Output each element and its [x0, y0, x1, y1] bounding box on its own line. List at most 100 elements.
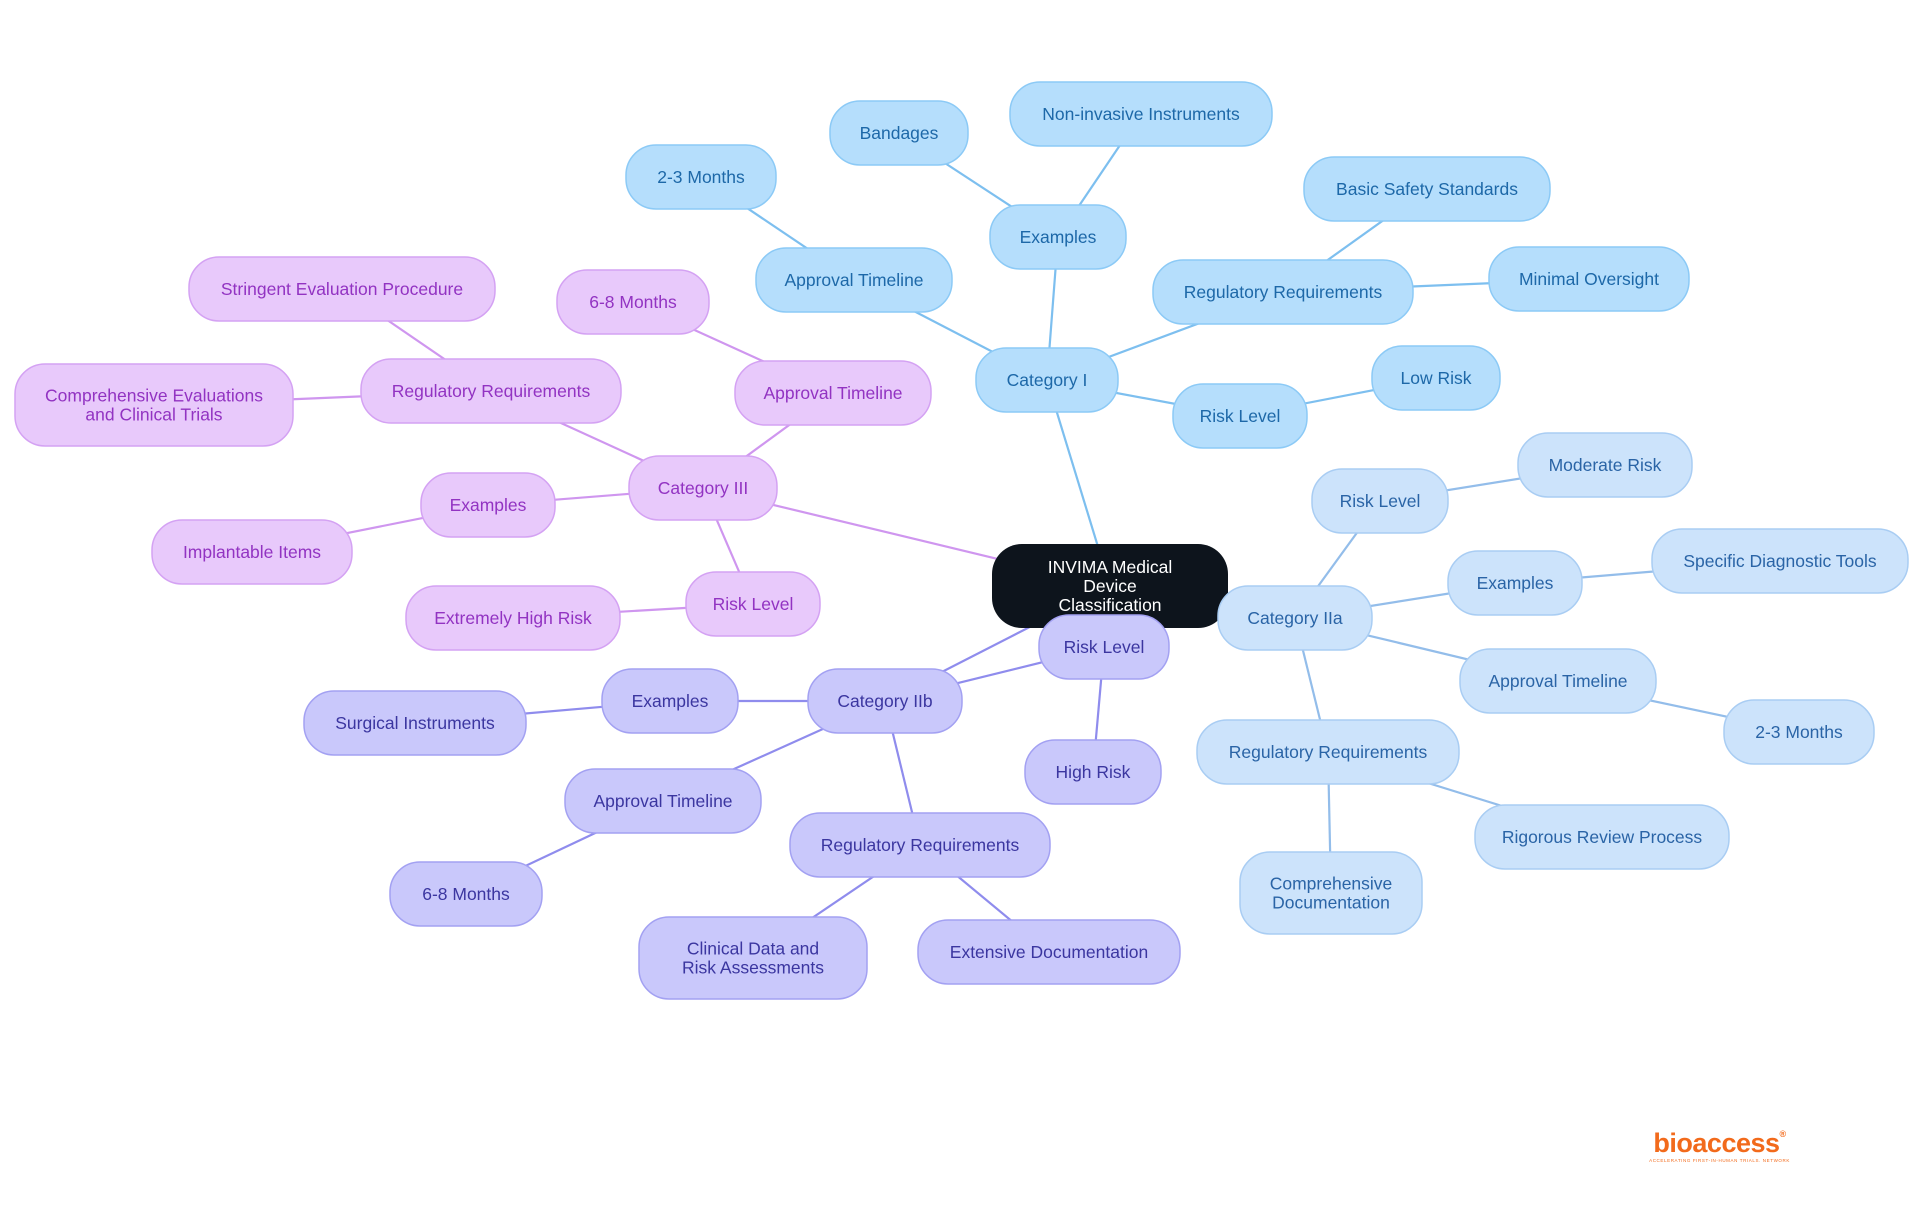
cat2b-regulatory-requirements-node-shape — [789, 812, 1051, 878]
cat1-node: Category I — [975, 347, 1119, 413]
cat3-stringent-evaluation-procedure-leaf-label: Stringent Evaluation Procedure — [221, 279, 463, 299]
cat3-regulatory-requirements-node-shape — [360, 358, 622, 424]
cat3-6-8-months-leaf: 6-8 Months — [556, 269, 710, 335]
cat2a-rigorous-review-process-leaf-shape — [1474, 804, 1730, 870]
cat3-stringent-evaluation-procedure-leaf: Stringent Evaluation Procedure — [188, 256, 496, 322]
cat2b-extensive-documentation-leaf: Extensive Documentation — [917, 919, 1181, 985]
cat2a-2-3-months-leaf-shape — [1723, 699, 1875, 765]
cat2a-examples-node-shape — [1447, 550, 1583, 616]
cat3-risk-level-node-label: Risk Level — [713, 594, 794, 614]
cat2b-high-risk-leaf: High Risk — [1024, 739, 1162, 805]
cat1-node-label: Category I — [1007, 370, 1088, 390]
cat1-examples-node-shape — [989, 204, 1127, 270]
cat3-approval-timeline-node-label: Approval Timeline — [763, 383, 902, 403]
cat2b-examples-node-shape — [601, 668, 739, 734]
cat2a-risk-level-node-label: Risk Level — [1340, 491, 1421, 511]
cat2a-node-shape — [1217, 585, 1373, 651]
cat1-bandages-leaf-label: Bandages — [860, 123, 939, 143]
cat1-node-shape — [975, 347, 1119, 413]
cat2a-regulatory-requirements-node-label: Regulatory Requirements — [1229, 742, 1428, 762]
cat1-approval-timeline-node-label: Approval Timeline — [784, 270, 923, 290]
cat3-risk-level-node-shape — [685, 571, 821, 637]
cat1-minimal-oversight-leaf-shape — [1488, 246, 1690, 312]
cat3-regulatory-requirements-node: Regulatory Requirements — [360, 358, 622, 424]
cat3-node-shape — [628, 455, 778, 521]
cat2b-examples-node-label: Examples — [632, 691, 709, 711]
cat3-comprehensive-evaluations-and-clinical-trials-leaf-shape — [14, 363, 294, 447]
logo-wordmark: bioaccess® — [1653, 1127, 1786, 1158]
cat1-2-3-months-leaf: 2-3 Months — [625, 144, 777, 210]
cat2b-6-8-months-leaf: 6-8 Months — [389, 861, 543, 927]
cat2b-clinical-data-and-risk-assessments-leaf-shape — [638, 916, 868, 1000]
cat2a-risk-level-node-shape — [1311, 468, 1449, 534]
cat1-non-invasive-instruments-leaf-shape — [1009, 81, 1273, 147]
cat3-extremely-high-risk-leaf-shape — [405, 585, 621, 651]
cat1-basic-safety-standards-leaf-label: Basic Safety Standards — [1336, 179, 1518, 199]
root-node-shape — [992, 544, 1228, 628]
cat1-risk-level-node: Risk Level — [1172, 383, 1308, 449]
cat3-node-label: Category III — [658, 478, 748, 498]
cat3-examples-node-shape — [420, 472, 556, 538]
cat2b-approval-timeline-node: Approval Timeline — [564, 768, 762, 834]
cat3-implantable-items-leaf-shape — [151, 519, 353, 585]
cat1-examples-node: Examples — [989, 204, 1127, 270]
cat1-regulatory-requirements-node-label: Regulatory Requirements — [1184, 282, 1383, 302]
cat2b-node-shape — [807, 668, 963, 734]
cat2a-moderate-risk-leaf-label: Moderate Risk — [1549, 455, 1662, 475]
cat1-low-risk-leaf-label: Low Risk — [1401, 368, 1472, 388]
cat2a-specific-diagnostic-tools-leaf-label: Specific Diagnostic Tools — [1683, 551, 1876, 571]
cat2a-rigorous-review-process-leaf-label: Rigorous Review Process — [1502, 827, 1703, 847]
cat2b-high-risk-leaf-shape — [1024, 739, 1162, 805]
cat2b-node: Category IIb — [807, 668, 963, 734]
cat2b-6-8-months-leaf-label: 6-8 Months — [422, 884, 510, 904]
cat2b-surgical-instruments-leaf: Surgical Instruments — [303, 690, 527, 756]
logo-tagline: ACCELERATING FIRST-IN-HUMAN TRIALS. NETW… — [1649, 1157, 1790, 1163]
cat1-approval-timeline-node: Approval Timeline — [755, 247, 953, 313]
cat2b-surgical-instruments-leaf-label: Surgical Instruments — [335, 713, 495, 733]
cat2a-2-3-months-leaf-label: 2-3 Months — [1755, 722, 1843, 742]
cat2b-node-label: Category IIb — [837, 691, 932, 711]
cat2a-specific-diagnostic-tools-leaf-shape — [1651, 528, 1909, 594]
cat2a-regulatory-requirements-node: Regulatory Requirements — [1196, 719, 1460, 785]
cat1-regulatory-requirements-node-shape — [1152, 259, 1414, 325]
cat2b-high-risk-leaf-label: High Risk — [1056, 762, 1131, 782]
cat2b-extensive-documentation-leaf-label: Extensive Documentation — [950, 942, 1148, 962]
cat1-2-3-months-leaf-label: 2-3 Months — [657, 167, 745, 187]
cat3-6-8-months-leaf-label: 6-8 Months — [589, 292, 677, 312]
cat1-minimal-oversight-leaf: Minimal Oversight — [1488, 246, 1690, 312]
cat1-2-3-months-leaf-shape — [625, 144, 777, 210]
cat1-non-invasive-instruments-leaf-label: Non-invasive Instruments — [1042, 104, 1240, 124]
cat3-6-8-months-leaf-shape — [556, 269, 710, 335]
cat2a-node-label: Category IIa — [1247, 608, 1343, 628]
cat3-approval-timeline-node: Approval Timeline — [734, 360, 932, 426]
cat2b-risk-level-node: Risk Level — [1038, 614, 1170, 680]
cat2b-risk-level-node-shape — [1038, 614, 1170, 680]
cat3-extremely-high-risk-leaf-label: Extremely High Risk — [434, 608, 592, 628]
cat3-extremely-high-risk-leaf: Extremely High Risk — [405, 585, 621, 651]
cat2b-extensive-documentation-leaf-shape — [917, 919, 1181, 985]
cat1-low-risk-leaf-shape — [1371, 345, 1501, 411]
cat2b-regulatory-requirements-node-label: Regulatory Requirements — [821, 835, 1020, 855]
cat3-approval-timeline-node-shape — [734, 360, 932, 426]
cat1-risk-level-node-shape — [1172, 383, 1308, 449]
cat2a-comprehensive-documentation-leaf-shape — [1239, 851, 1423, 935]
cat2a-approval-timeline-node: Approval Timeline — [1459, 648, 1657, 714]
cat2a-node: Category IIa — [1217, 585, 1373, 651]
cat2a-moderate-risk-leaf: Moderate Risk — [1517, 432, 1693, 498]
cat1-non-invasive-instruments-leaf: Non-invasive Instruments — [1009, 81, 1273, 147]
cat3-regulatory-requirements-node-label: Regulatory Requirements — [392, 381, 591, 401]
cat2a-specific-diagnostic-tools-leaf: Specific Diagnostic Tools — [1651, 528, 1909, 594]
cat2a-moderate-risk-leaf-shape — [1517, 432, 1693, 498]
cat2a-2-3-months-leaf: 2-3 Months — [1723, 699, 1875, 765]
cat2b-surgical-instruments-leaf-shape — [303, 690, 527, 756]
cat2a-approval-timeline-node-shape — [1459, 648, 1657, 714]
cat2a-examples-node-label: Examples — [1477, 573, 1554, 593]
cat2a-risk-level-node: Risk Level — [1311, 468, 1449, 534]
cat1-minimal-oversight-leaf-label: Minimal Oversight — [1519, 269, 1659, 289]
